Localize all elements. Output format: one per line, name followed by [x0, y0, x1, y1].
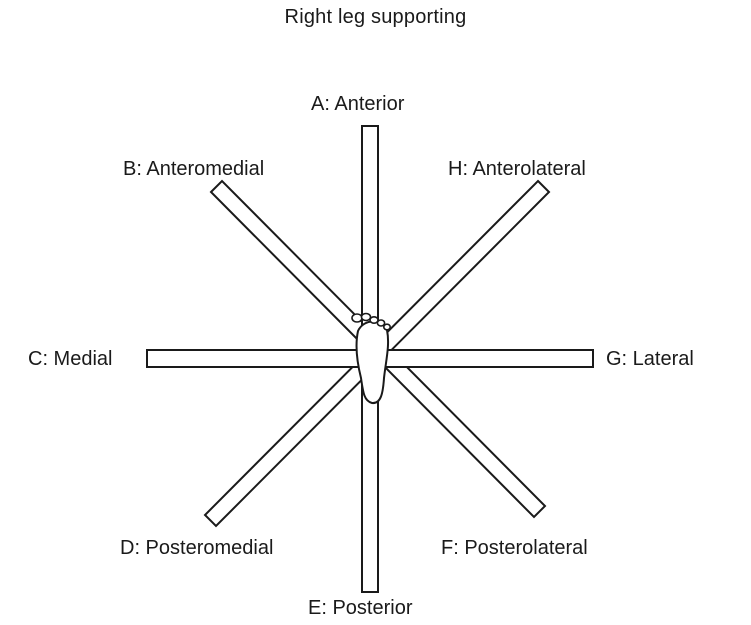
label-posterior: E: Posterior: [308, 596, 412, 620]
label-medial: C: Medial: [28, 347, 112, 371]
label-lateral: G: Lateral: [606, 347, 694, 371]
label-posterolateral: F: Posterolateral: [441, 536, 588, 560]
label-anterior: A: Anterior: [311, 92, 404, 116]
label-anteromedial: B: Anteromedial: [123, 157, 264, 181]
label-posteromedial: D: Posteromedial: [120, 536, 273, 560]
label-anterolateral: H: Anterolateral: [448, 157, 586, 181]
